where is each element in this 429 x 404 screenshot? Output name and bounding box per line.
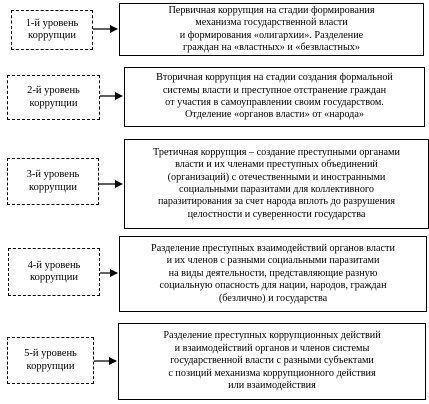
level-3-description: Третичная коррупция – создание преступны… xyxy=(153,146,400,220)
level-5-description-box: Разделение преступных коррупционных дейс… xyxy=(118,323,426,400)
level-5-description: Разделение преступных коррупционных дейс… xyxy=(163,330,381,392)
level-1-description-box: Первичная коррупция на стадии формирован… xyxy=(119,3,424,56)
level-2-box: 2-й уровень коррупции xyxy=(7,75,100,120)
level-2-label: 2-й уровень коррупции xyxy=(27,85,80,109)
level-2-description: Вторичная коррупция на стадии создания ф… xyxy=(156,72,393,121)
level-3-label: 3-й уровень коррупции xyxy=(26,169,80,193)
level-3-box: 3-й уровень коррупции xyxy=(7,158,99,205)
level-5-label: 5-й уровень коррупции xyxy=(24,348,77,372)
level-3-description-box: Третичная коррупция – создание преступны… xyxy=(124,139,429,229)
level-1-label: 1-й уровень коррупции xyxy=(25,17,79,42)
level-1-box: 1-й уровень коррупции xyxy=(11,10,93,50)
level-2-description-box: Вторичная коррупция на стадии создания ф… xyxy=(124,67,425,127)
level-4-label: 4-й уровень коррупции xyxy=(27,259,81,284)
level-5-box: 5-й уровень коррупции xyxy=(7,337,94,384)
level-4-description-box: Разделение преступных взаимодействий орг… xyxy=(119,236,427,312)
level-1-description: Первичная коррупция на стадии формирован… xyxy=(168,4,375,53)
level-4-box: 4-й уровень коррупции xyxy=(8,248,100,296)
level-4-description: Разделение преступных взаимодействий орг… xyxy=(151,242,395,304)
